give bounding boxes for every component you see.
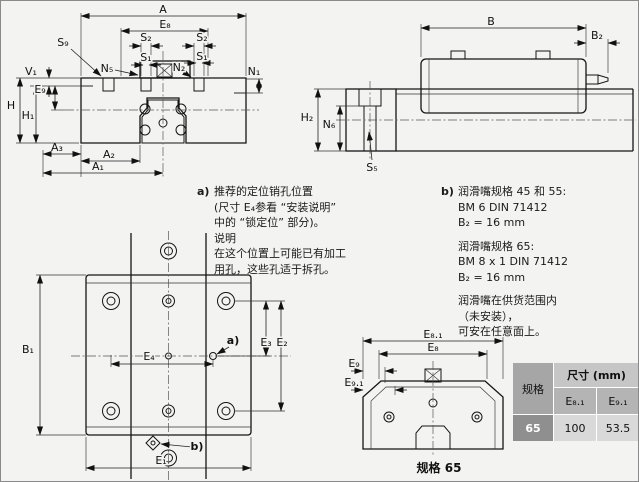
dim-label-e9-front: E₉	[34, 83, 45, 96]
note-b-paragraph: 润滑嘴规格 65: BM 8 x 1 DIN 71412 B₂ = 16 mm	[458, 239, 568, 286]
side-view-labels: B B₂ H₂ N₆ S₅	[301, 15, 605, 174]
dim-label-h2: H₂	[301, 111, 314, 124]
dim-label-s2-left: S₂	[140, 31, 151, 44]
note-line: BM 6 DIN 71412	[458, 200, 548, 214]
dim-label-a: A	[159, 3, 167, 16]
top-view-labels: B₁ E₄ E₃ E₂ E₁ a) b)	[21, 333, 290, 469]
dim-label-s1-left: S₁	[140, 51, 151, 64]
dim-label-n5: N₅	[101, 62, 114, 75]
dim-label-e9: E₉	[348, 357, 359, 370]
note-line: 润滑嘴规格 65:	[458, 239, 535, 253]
dim-label-s5: S₅	[366, 161, 377, 174]
note-a: a) 推荐的定位销孔位置 (尺寸 E₄参看 “安装说明” 中的 “锁定位” 部分…	[197, 184, 347, 277]
note-b-body: 润滑嘴规格 45 和 55: BM 6 DIN 71412 B₂ = 16 mm…	[458, 184, 568, 348]
dim-label-a3: A₃	[51, 141, 63, 154]
front-view-labels: A E₈ S₉ S₂ S₁ S₂ S₁ N₅ N₂ N₁ V₁ E₉ H H₁ …	[5, 3, 261, 173]
table-header-size: 规格	[513, 363, 553, 414]
dim-label-a1: A₁	[92, 160, 104, 173]
dim-label-b2: B₂	[591, 29, 603, 42]
dim-label-n2: N₂	[173, 61, 186, 74]
note-line: B₂ = 16 mm	[458, 270, 526, 284]
note-line: 在这个位置上可能已有加工	[214, 247, 346, 260]
front-view-body	[80, 60, 247, 144]
note-a-body: 推荐的定位销孔位置 (尺寸 E₄参看 “安装说明” 中的 “锁定位” 部分)。 …	[214, 184, 346, 277]
end-view-labels: E₈.₁ E₈ E₉ E₉.₁	[343, 327, 444, 391]
side-view-dimensions	[314, 24, 620, 161]
dim-label-n1: N₁	[248, 65, 261, 78]
table-cell-e91: 53.5	[597, 415, 638, 441]
table-cell-size: 65	[513, 415, 553, 441]
dim-label-e4: E₄	[143, 350, 155, 363]
side-view-centerlines	[336, 81, 636, 159]
dim-label-s2-right: S₂	[196, 31, 207, 44]
end-view: E₈.₁ E₈ E₉ E₉.₁	[343, 327, 504, 455]
note-line: 说明	[214, 231, 236, 245]
table-cell-e81: 100	[554, 415, 596, 441]
note-b: b) 润滑嘴规格 45 和 55: BM 6 DIN 71412 B₂ = 16…	[441, 184, 638, 348]
front-section-view: A E₈ S₉ S₂ S₁ S₂ S₁ N₅ N₂ N₁ V₁ E₉ H H₁ …	[5, 3, 263, 179]
dim-label-b: B	[487, 15, 495, 28]
note-line: 润滑嘴规格 45 和 55:	[458, 185, 567, 198]
end-view-dimensions	[351, 337, 504, 395]
note-a-marker: a)	[197, 185, 210, 198]
dim-label-s9: S₉	[57, 36, 68, 49]
dim-label-e8b: E₈	[427, 341, 439, 354]
side-view: B B₂ H₂ N₆ S₅	[301, 15, 636, 174]
note-line: 推荐的定位销孔位置	[214, 185, 313, 198]
dim-label-e81: E₈.₁	[423, 328, 442, 341]
dim-label-e8: E₈	[159, 18, 171, 31]
front-view-centerlines	[65, 51, 259, 179]
dim-label-e3: E₃	[260, 336, 271, 349]
note-b-marker: b)	[441, 185, 454, 198]
front-view-dimensions	[16, 12, 263, 177]
note-b-paragraph: 润滑嘴规格 45 和 55: BM 6 DIN 71412 B₂ = 16 mm	[458, 184, 568, 231]
dim-label-n6: N₆	[323, 118, 336, 131]
note-line: （未安装），	[458, 309, 519, 323]
note-line: 润滑嘴在供货范围内	[458, 294, 557, 307]
dim-label-b1: B₁	[22, 343, 34, 356]
dim-label-e91: E₉.₁	[344, 376, 363, 389]
marker-b-label: b)	[191, 440, 204, 453]
note-b-paragraph: 润滑嘴在供货范围内 （未安装）， 可安在任意面上。	[458, 293, 568, 340]
dim-label-v1: V₁	[25, 65, 37, 78]
note-line: 可安在任意面上。	[458, 325, 546, 338]
top-view: B₁ E₄ E₃ E₂ E₁ a) b)	[21, 231, 291, 481]
note-line: BM 8 x 1 DIN 71412	[458, 255, 568, 268]
note-line: (尺寸 E₄参看 “安装说明”	[214, 200, 337, 214]
end-view-body	[362, 361, 504, 455]
note-line: 用孔，这些孔适于拆孔。	[214, 262, 335, 276]
table-header-unit: 尺寸 (mm)	[554, 363, 638, 387]
dim-label-e1: E₁	[155, 454, 166, 467]
side-view-block	[420, 50, 609, 114]
dim-label-e2: E₂	[276, 336, 287, 349]
note-line: 中的 “锁定位” 部分)。	[214, 216, 325, 229]
note-line: B₂ = 16 mm	[458, 216, 526, 229]
top-view-dimensions	[36, 274, 285, 472]
dim-label-h1: H₁	[22, 109, 35, 122]
table-header-e91: E₉.₁	[597, 388, 638, 414]
marker-a-label: a)	[227, 334, 239, 347]
dim-label-s1-right: S₁	[196, 50, 207, 63]
dim-label-a2: A₂	[103, 148, 115, 161]
dim-label-h: H	[7, 99, 15, 112]
figure-caption: 规格 65	[416, 461, 462, 475]
table-header-e81: E₈.₁	[554, 388, 596, 414]
dimension-table: 规格 尺寸 (mm) E₈.₁ E₉.₁ 65 100 53.5	[513, 363, 638, 441]
